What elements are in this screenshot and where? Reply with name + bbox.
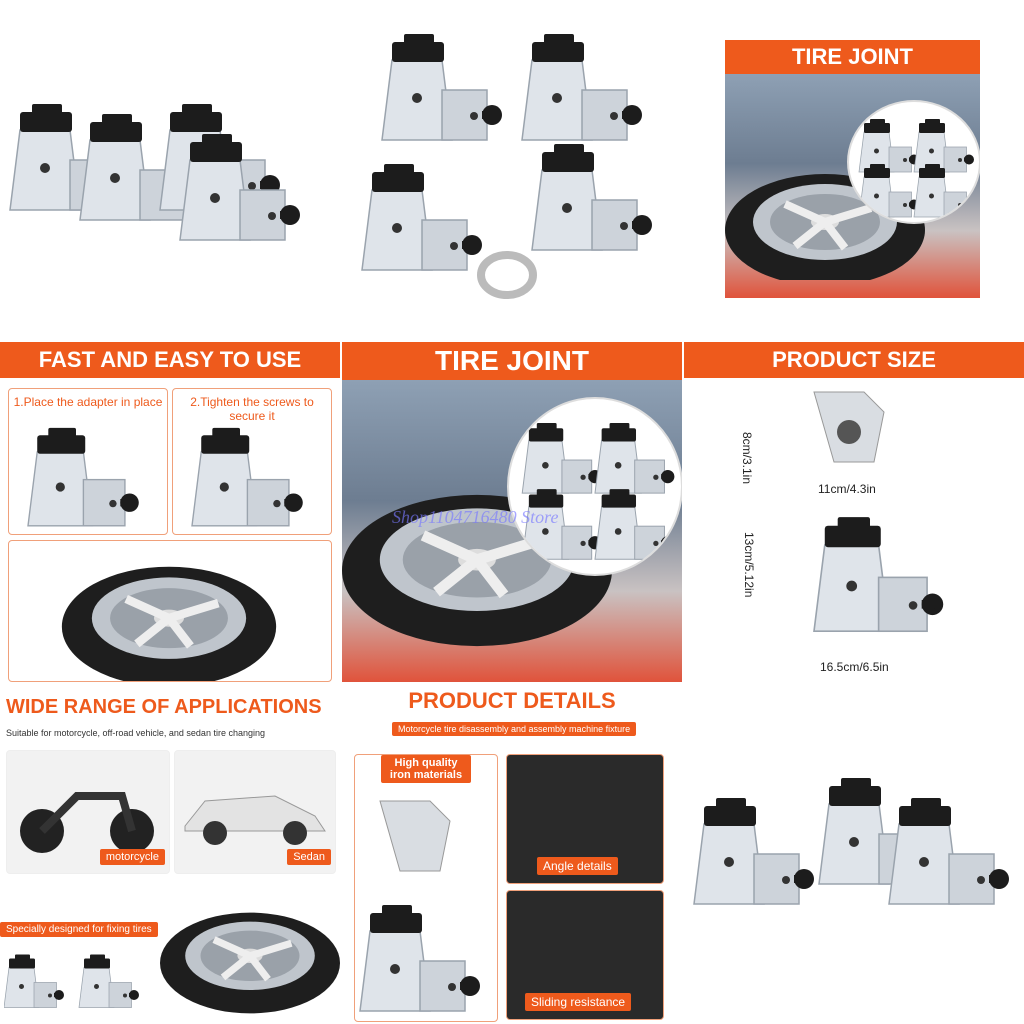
inset-circle (847, 100, 980, 224)
step-card-1: 1.Place the adapter in place (8, 388, 168, 535)
sedan-label: Sedan (287, 849, 331, 865)
fix-tires-label: Specially designed for fixing tires (0, 922, 158, 937)
tile-product-photo-1 (0, 0, 340, 340)
section-subtitle: Motorcycle tire disassembly and assembly… (392, 722, 637, 736)
sedan-illustration (184, 795, 326, 845)
tile-applications: WIDE RANGE OF APPLICATIONS Suitable for … (0, 684, 340, 1024)
adapter-ring-illustration (813, 391, 885, 463)
tile-product-photo-2 (342, 0, 682, 340)
tile-product-size: PRODUCT SIZE 8cm/3.1in 11cm/4.3in 13cm/5… (684, 342, 1024, 682)
clamps-three-illustration (693, 777, 1010, 905)
step-1-text: 1.Place the adapter in place (13, 395, 163, 409)
ring-adapter (477, 251, 537, 299)
section-subtitle: Suitable for motorcycle, off-road vehicl… (6, 728, 265, 738)
tile-product-details: PRODUCT DETAILS Motorcycle tire disassem… (342, 684, 682, 1024)
section-title: PRODUCT DETAILS (408, 688, 616, 713)
dim-top-width: 11cm/4.3in (818, 482, 876, 496)
step-card-2: 2.Tighten the screws to secure it (172, 388, 332, 535)
banner-title: FAST AND EASY TO USE (0, 342, 340, 378)
watermark-text: Shop1104716480 Store (392, 507, 559, 527)
quality-label: High quality iron materials (381, 755, 471, 783)
tile-tire-joint-small: TIRE JOINT (725, 40, 980, 298)
tile-product-photo-3 (684, 684, 1024, 1024)
inset-circle (507, 397, 682, 576)
tire-illustration (160, 884, 340, 1024)
quality-illustration (359, 800, 481, 1012)
tile-tire-joint-large: TIRE JOINT Shop1104716480 Store (342, 342, 682, 682)
banner-title: TIRE JOINT (342, 342, 682, 380)
section-title: WIDE RANGE OF APPLICATIONS (6, 696, 322, 718)
sedan-card: Sedan (174, 750, 336, 874)
dim-top-height: 8cm/3.1in (740, 432, 754, 485)
motorcycle-illustration (20, 792, 154, 853)
clamps-illustration (9, 103, 301, 241)
banner-title: TIRE JOINT (725, 40, 980, 74)
angle-label: Angle details (537, 857, 618, 875)
clamp-illustration (813, 516, 945, 633)
clamps-small-illustration (4, 954, 140, 1008)
dim-main-width: 16.5cm/6.5in (820, 660, 889, 674)
angle-card: Angle details (506, 754, 664, 884)
clamps-exploded-illustration (361, 33, 653, 299)
tire-machine-card (8, 540, 332, 682)
tile-fast-easy: FAST AND EASY TO USE 1.Place the adapter… (0, 342, 340, 682)
motorcycle-label: motorcycle (99, 849, 165, 865)
step-2-text: 2.Tighten the screws to secure it (190, 395, 314, 423)
banner-title: PRODUCT SIZE (684, 342, 1024, 378)
motorcycle-card: motorcycle (6, 750, 170, 874)
sliding-label: Sliding resistance (525, 993, 632, 1011)
dim-main-height: 13cm/5.12in (742, 532, 756, 598)
quality-card: High quality iron materials (354, 754, 498, 1022)
sliding-card: Sliding resistance (506, 890, 664, 1020)
